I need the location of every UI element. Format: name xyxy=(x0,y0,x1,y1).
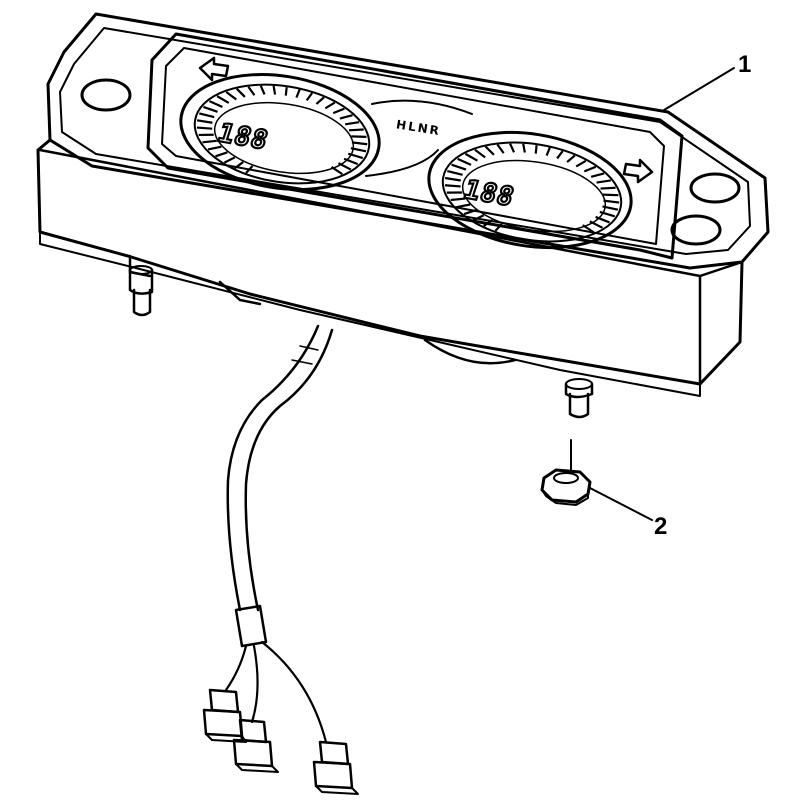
turn-signal-left-icon xyxy=(198,56,230,82)
gauge-tick xyxy=(216,95,230,104)
turn-signal-right-icon xyxy=(622,158,654,184)
connector-1 xyxy=(202,688,247,743)
gauge-tick xyxy=(474,148,486,159)
right-gauge-scale xyxy=(444,143,620,234)
gauge-tick xyxy=(545,147,551,156)
connector-2 xyxy=(232,718,279,773)
callout-2-label: 2 xyxy=(654,513,667,540)
gauge-tick xyxy=(284,87,288,96)
gauge-tick xyxy=(447,170,463,176)
gauge-tick xyxy=(590,172,605,178)
gauge-tick xyxy=(582,224,595,234)
gauge-tick xyxy=(208,100,223,109)
cluster-housing xyxy=(36,12,770,397)
gauge-tick xyxy=(534,145,538,154)
gauge-tick xyxy=(602,205,619,211)
gauge-tick xyxy=(225,91,237,101)
callout-1-label: 1 xyxy=(738,51,751,78)
gauge-tick xyxy=(464,152,478,162)
gauge-tick xyxy=(305,92,314,102)
gauge-tick xyxy=(595,215,610,224)
gauge-tick xyxy=(343,157,359,166)
gauge-tick xyxy=(272,85,277,95)
gauge-tick xyxy=(575,159,587,168)
gauge-tick xyxy=(339,114,353,120)
gauge-tick xyxy=(207,145,222,151)
gauge-tick xyxy=(599,210,616,218)
wiring-harness xyxy=(224,324,334,744)
gauge-tick xyxy=(450,197,466,202)
gauge-tick xyxy=(351,141,368,146)
gauge-tick xyxy=(259,85,266,95)
mounting-hole-left xyxy=(80,78,132,112)
gauge-tick xyxy=(315,96,325,105)
gauge-tick xyxy=(456,203,471,209)
gauge-tick xyxy=(589,220,604,229)
mounting-holes xyxy=(80,78,741,246)
gauge-tick xyxy=(444,184,461,188)
gauge-tick xyxy=(457,157,472,166)
gauge-tick xyxy=(602,193,619,197)
left-gauge-scale xyxy=(196,85,368,176)
gauge-tick xyxy=(202,139,217,144)
gauge-tick xyxy=(451,163,467,171)
gauge-tick xyxy=(483,219,494,227)
gauge-tick xyxy=(332,107,345,115)
gauge-tick xyxy=(463,209,477,216)
gauge-tick xyxy=(348,128,364,132)
gauge-tick xyxy=(223,156,236,164)
gauge-tick xyxy=(583,165,597,173)
gauge-tick xyxy=(245,165,254,174)
mounting-hole-right-bottom xyxy=(670,214,722,246)
gauge-tick xyxy=(345,121,360,126)
gauge-tick xyxy=(234,161,244,170)
mounting-hole-right-top xyxy=(689,172,741,204)
gauge-tick xyxy=(496,143,505,154)
gauge-tick xyxy=(494,223,503,232)
gauge-tick xyxy=(596,179,611,184)
gauge-tick xyxy=(196,126,213,130)
connector-3 xyxy=(312,740,359,795)
gauge-tick xyxy=(600,186,616,190)
hex-nut xyxy=(540,468,592,506)
gauge-tick xyxy=(330,166,343,176)
gauge-tick xyxy=(247,86,256,96)
lens-window xyxy=(146,32,684,260)
gauge-tick xyxy=(350,147,367,153)
gauge-tick xyxy=(337,162,352,171)
stud-left xyxy=(128,265,154,317)
gauge-tick xyxy=(566,154,576,163)
right-gauge-display: 188 xyxy=(460,175,518,212)
gauge-tick xyxy=(236,88,246,98)
gauge-tick xyxy=(556,150,564,160)
gauge-tick xyxy=(196,119,213,124)
gear-indicator: HLNR xyxy=(365,99,473,177)
callout-1: 1 xyxy=(663,51,751,111)
gauge-tick xyxy=(509,143,516,153)
gauge-tick xyxy=(603,199,620,204)
gauge-tick xyxy=(347,152,364,160)
gauge-tick xyxy=(484,145,495,156)
gauge-tick xyxy=(444,176,461,182)
gauge-tick xyxy=(522,143,526,153)
gear-indicator-label: HLNR xyxy=(395,117,442,138)
gauge-tick xyxy=(324,101,336,110)
gauge-tick xyxy=(215,151,228,158)
stud-right xyxy=(564,378,594,419)
gauge-tick xyxy=(472,214,485,222)
left-gauge-display: 188 xyxy=(214,119,272,156)
callout-2: 2 xyxy=(589,487,667,540)
gauge-tick xyxy=(199,112,215,119)
gauge-tick xyxy=(295,89,301,98)
gauge-tick xyxy=(351,135,367,138)
gauge-tick xyxy=(203,105,218,113)
